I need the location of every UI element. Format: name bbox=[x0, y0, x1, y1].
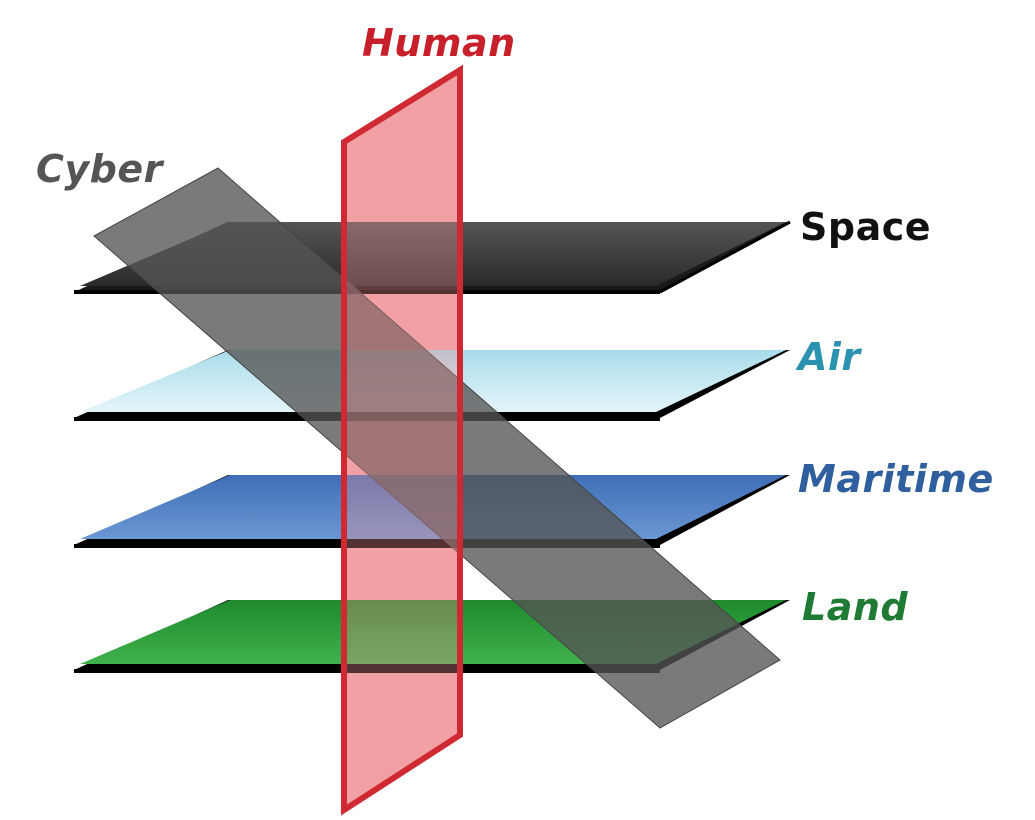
human-label: Human bbox=[362, 21, 516, 65]
land-label: Land bbox=[802, 585, 909, 629]
space-label: Space bbox=[800, 205, 932, 249]
cyber-plane bbox=[93, 167, 781, 729]
maritime-label: Maritime bbox=[798, 457, 994, 501]
human-plane bbox=[341, 64, 463, 816]
cyber-label: Cyber bbox=[36, 147, 163, 191]
air-label: Air bbox=[798, 335, 861, 379]
